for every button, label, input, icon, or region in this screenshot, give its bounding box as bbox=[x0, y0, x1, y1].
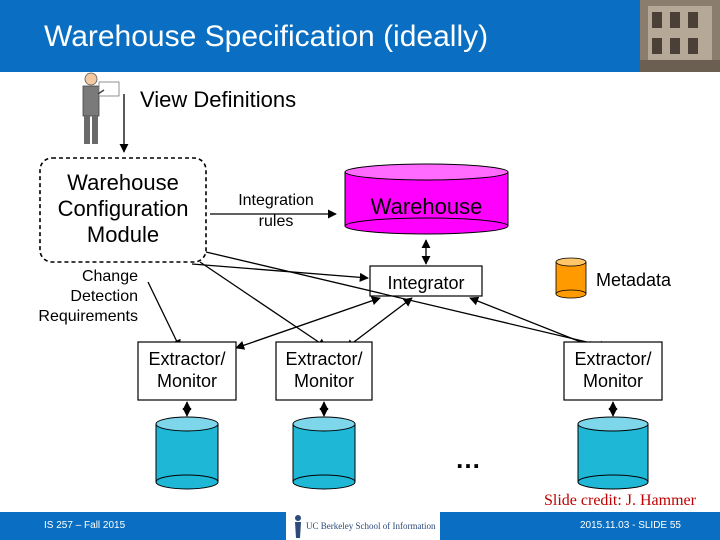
title-bar: Warehouse Specification (ideally) bbox=[0, 0, 720, 72]
view-definitions-label: View Definitions bbox=[140, 87, 297, 112]
slide-title: Warehouse Specification (ideally) bbox=[44, 20, 489, 53]
school-logo-text: UC Berkeley School of Information bbox=[306, 521, 436, 531]
diagram: View Definitions Warehouse Configuration… bbox=[0, 72, 720, 512]
database-cylinder-2 bbox=[292, 416, 356, 490]
extractor-label-1: Extractor/ Monitor bbox=[148, 349, 226, 391]
logo-figure-icon bbox=[295, 515, 301, 538]
database-cylinder-1 bbox=[155, 416, 219, 490]
warehouse-label: Warehouse bbox=[370, 194, 483, 219]
ellipsis: … bbox=[455, 444, 481, 474]
slide-credit: Slide credit: J. Hammer bbox=[544, 492, 696, 509]
extractor-label-2: Extractor/ Monitor bbox=[285, 349, 363, 391]
slide-number: 2015.11.03 - SLIDE 55 bbox=[580, 520, 681, 531]
integrator-label: Integrator bbox=[387, 273, 465, 293]
extractor-box-2 bbox=[275, 341, 373, 401]
metadata-cylinder bbox=[555, 257, 587, 299]
integrator-box bbox=[369, 265, 483, 297]
config-module-box bbox=[39, 157, 207, 263]
config-module-label: Warehouse Configuration Module bbox=[57, 170, 189, 247]
metadata-label: Metadata bbox=[596, 270, 672, 290]
extractor-box-1 bbox=[137, 341, 237, 401]
diagram-graphics bbox=[39, 72, 663, 490]
warehouse-cylinder bbox=[344, 163, 509, 235]
school-logo bbox=[286, 512, 440, 540]
integration-rules-label: Integration rules bbox=[238, 192, 314, 230]
extractor-label-3: Extractor/ Monitor bbox=[574, 349, 652, 391]
person-icon bbox=[82, 72, 120, 144]
change-detection-label: Change Detection Requirements bbox=[38, 268, 138, 325]
footer-bar: IS 257 – Fall 2015 UC Berkeley School of… bbox=[0, 512, 720, 540]
extractor-box-3 bbox=[563, 341, 663, 401]
course-label: IS 257 – Fall 2015 bbox=[44, 520, 126, 531]
building-photo bbox=[640, 0, 720, 72]
database-cylinder-3 bbox=[577, 416, 649, 490]
